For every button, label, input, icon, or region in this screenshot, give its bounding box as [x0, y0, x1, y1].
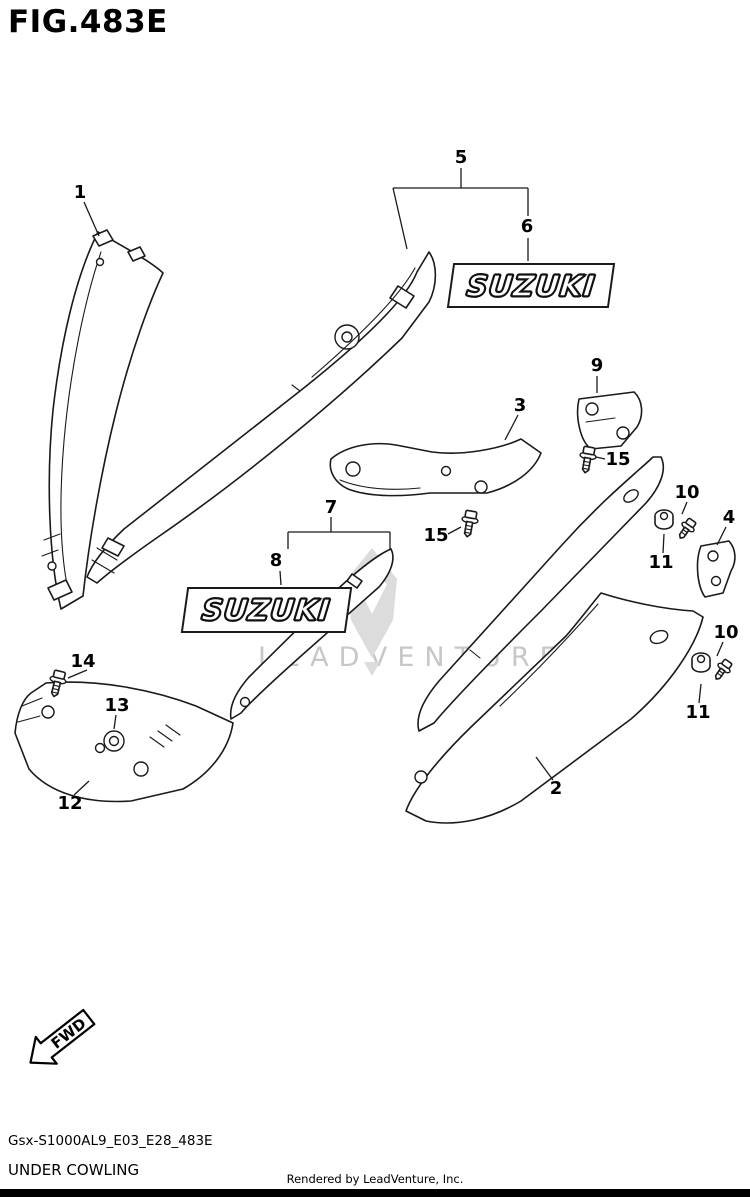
callout-15: 15: [423, 525, 449, 546]
callout-10: 10: [713, 622, 739, 643]
part-1-side-cowling-left: [41, 229, 164, 610]
callout-leader-lines: [67, 168, 727, 796]
callout-7: 7: [324, 497, 338, 518]
callout-8: 8: [269, 550, 283, 571]
callout-4: 4: [722, 507, 736, 528]
grommet-11-lower: [691, 652, 711, 673]
part-7-under-cowling-lower-center: [229, 548, 394, 720]
figure-title: FIG.483E: [8, 4, 168, 40]
part-4-bracket: [696, 540, 736, 598]
suzuki-emblem-lower: SUZUKI: [180, 587, 353, 633]
suzuki-emblem-upper: SUZUKI: [446, 263, 616, 308]
callout-6: 6: [520, 216, 534, 237]
callout-12: 12: [57, 793, 83, 814]
grommet-11-upper: [654, 509, 674, 530]
grommet-13: [103, 730, 125, 752]
bottom-bar: [0, 1189, 750, 1197]
rendered-by: Rendered by LeadVenture, Inc.: [286, 1172, 464, 1186]
screw-15-middle: [461, 509, 479, 538]
callout-11: 11: [648, 552, 674, 573]
part-9-bracket: [576, 391, 643, 450]
callout-10: 10: [674, 482, 700, 503]
part-code: Gsx-S1000AL9_E03_E28_483E: [8, 1133, 213, 1149]
diagram-name: UNDER COWLING: [8, 1161, 140, 1179]
fwd-arrow: FWD: [29, 1008, 96, 1065]
callout-2: 2: [549, 778, 563, 799]
screw-15-upper: [579, 445, 597, 474]
callout-13: 13: [104, 695, 130, 716]
callout-5: 5: [454, 147, 468, 168]
suzuki-emblem-lower-text: SUZUKI: [200, 592, 333, 628]
bolt-10-upper: [678, 517, 697, 539]
callout-14: 14: [70, 651, 96, 672]
callout-15: 15: [605, 449, 631, 470]
part-right-panel-upper: [417, 456, 665, 732]
screw-14: [49, 669, 67, 698]
part-5-under-cowling-center: [86, 251, 437, 584]
callout-9: 9: [590, 355, 604, 376]
bolt-10-lower: [714, 658, 733, 680]
callout-11: 11: [685, 702, 711, 723]
suzuki-emblem-upper-text: SUZUKI: [464, 268, 597, 304]
callout-3: 3: [513, 395, 527, 416]
part-2-under-cowling-right: [405, 592, 704, 824]
part-3-bracket: [329, 438, 542, 497]
callout-1: 1: [73, 182, 87, 203]
